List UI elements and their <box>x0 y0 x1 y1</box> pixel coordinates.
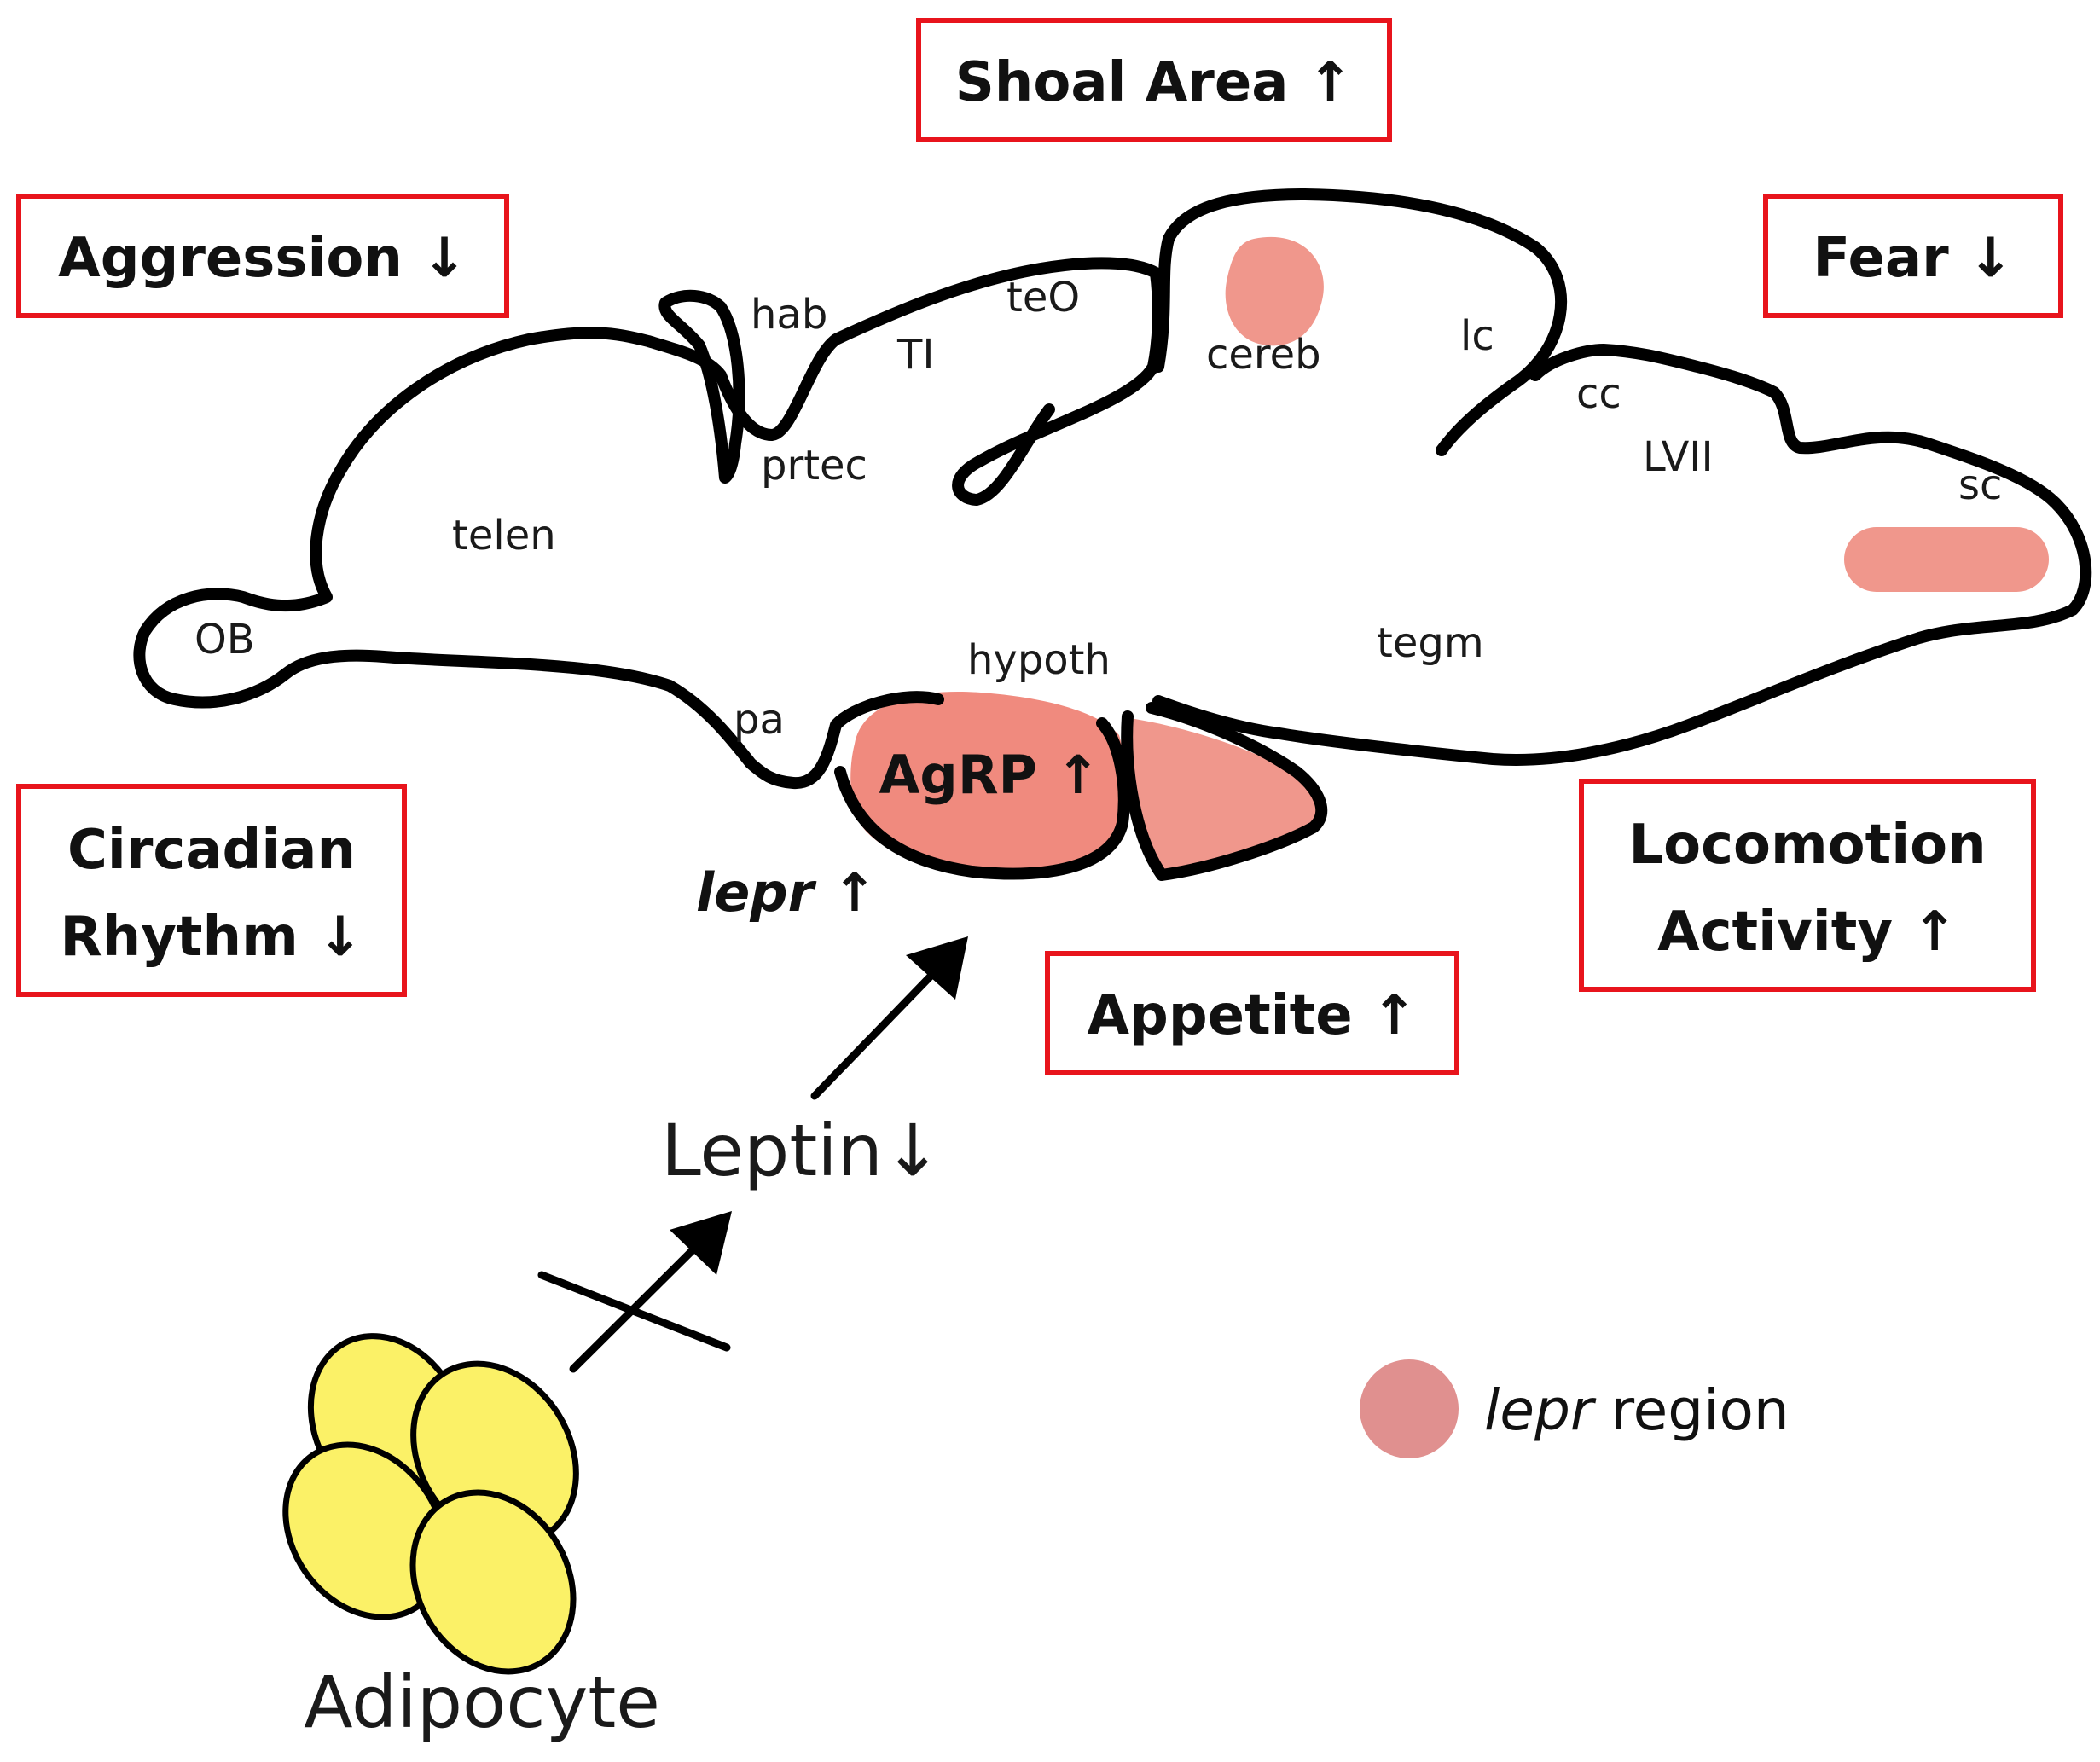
brain-outline-agrp-lobe <box>834 717 1130 880</box>
aggression-label: Aggression ↓ <box>58 227 467 290</box>
teo-label: teO <box>1006 274 1080 322</box>
leptin-label: Leptin↓ <box>661 1109 943 1192</box>
ob-label: OB <box>194 616 255 664</box>
brain-outline-inferior-lobe <box>1121 702 1328 881</box>
lepr-arrow: ↑ <box>814 861 877 924</box>
cereb-lepr-region <box>1225 236 1324 346</box>
brain-outline <box>133 188 2092 881</box>
shoal-area-box: Shoal Area ↑ <box>916 18 1392 142</box>
hypoth-label: hypoth <box>967 636 1111 684</box>
cereb-label: cereb <box>1206 331 1321 379</box>
shoal-area-label: Shoal Area ↑ <box>955 51 1354 114</box>
hab-label: hab <box>751 291 827 339</box>
locomotion-label-line2: Activity ↑ <box>1657 901 1958 964</box>
prtec-label: prtec <box>761 442 867 490</box>
hypothalamic-lobe-region <box>1126 718 1321 873</box>
circadian-label-line2: Rhythm ↓ <box>60 906 363 969</box>
lvii-label: LVII <box>1643 433 1714 481</box>
telen-label: telen <box>452 512 556 559</box>
aggression-box: Aggression ↓ <box>16 194 509 318</box>
leptin-to-brain-arrow <box>810 936 968 1100</box>
adipocyte-to-leptin-blocked-arrow <box>537 1211 732 1373</box>
adipocyte-cell <box>282 1441 448 1620</box>
region-labels: hab teO TI cereb lc cc LVII sc prtec tel… <box>194 274 2002 744</box>
fear-box: Fear ↓ <box>1763 194 2063 318</box>
pa-label: pa <box>734 696 785 744</box>
adipocyte-label: Adipocyte <box>304 1661 660 1744</box>
lc-label: lc <box>1460 312 1494 360</box>
agrp-label: AgRP ↑ <box>879 744 1099 806</box>
arrowhead-icon <box>906 936 968 1000</box>
tegm-label: tegm <box>1377 619 1484 667</box>
legend-italic: lepr <box>1484 1377 1597 1443</box>
appetite-label: Appetite ↑ <box>1088 984 1418 1047</box>
brain-outline-forebrain <box>133 257 1162 790</box>
adipocyte-cluster-icon <box>282 1333 579 1675</box>
agrp-lepr-region <box>850 691 1125 872</box>
sc-lepr-region <box>1844 527 2049 592</box>
appetite-box: Appetite ↑ <box>1045 951 1459 1075</box>
lepr-italic: lepr <box>696 861 817 924</box>
adipocyte-cell <box>409 1489 577 1675</box>
cc-label: cc <box>1576 370 1621 418</box>
tl-label: TI <box>896 331 934 379</box>
sc-label: sc <box>1958 461 2002 509</box>
brain-outline-hindbrain <box>1152 344 2092 766</box>
legend-text: region <box>1593 1377 1790 1443</box>
lepr-up-label: lepr ↑ <box>696 861 877 924</box>
brain-outline-cerebellum <box>1152 188 1568 456</box>
arrowhead-icon <box>670 1211 732 1275</box>
legend-label: lepr region <box>1484 1377 1790 1443</box>
locomotion-activity-box: Locomotion Activity ↑ <box>1579 779 2036 992</box>
legend: lepr region <box>1360 1359 1790 1458</box>
circadian-rhythm-box: Circadian Rhythm ↓ <box>16 784 407 997</box>
block-bar-icon <box>537 1271 731 1352</box>
locomotion-label-line1: Locomotion <box>1628 814 1986 877</box>
circadian-label-line1: Circadian <box>67 819 356 882</box>
legend-swatch-icon <box>1360 1359 1459 1458</box>
fear-label: Fear ↓ <box>1813 227 2013 290</box>
brain-outline-habenula <box>658 289 745 484</box>
lepr-regions <box>850 236 2049 873</box>
